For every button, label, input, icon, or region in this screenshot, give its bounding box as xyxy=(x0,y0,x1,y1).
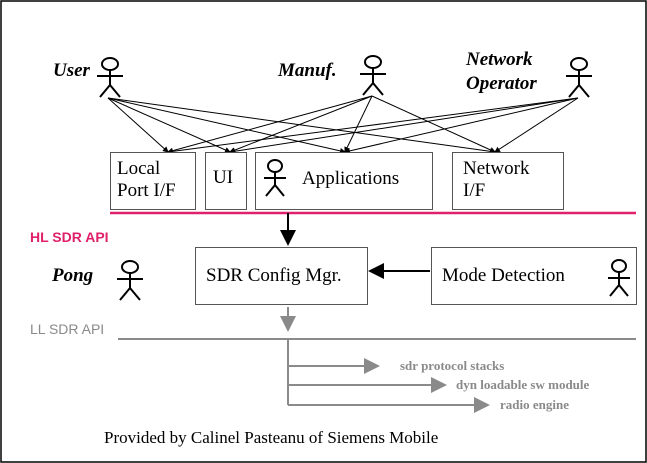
mode-detection-label: Mode Detection xyxy=(442,265,565,286)
network-operator-label-line2: Operator xyxy=(466,73,537,94)
local-port-if-box: Local Port I/F xyxy=(110,152,196,210)
network-if-line1: Network xyxy=(463,158,530,179)
network-operator-label-line1: Network xyxy=(466,49,533,70)
local-port-if-line2: Port I/F xyxy=(117,180,176,201)
network-operator-actor-icon xyxy=(566,57,592,98)
actor-connectors xyxy=(107,95,579,155)
user-actor-icon xyxy=(97,57,123,98)
output-radio-engine: radio engine xyxy=(500,397,569,412)
hl-sdr-api-label: HL SDR API xyxy=(30,229,109,245)
manuf-label: Manuf. xyxy=(278,60,337,81)
mode-detection-actor-icon xyxy=(608,259,630,297)
applications-actor-icon xyxy=(264,159,286,197)
output-protocol-stacks: sdr protocol stacks xyxy=(400,358,505,373)
manuf-actor-icon xyxy=(360,55,386,96)
mode-detection-box: Mode Detection xyxy=(431,247,637,305)
ui-box: UI xyxy=(205,152,247,210)
network-operator-label: Network Operator xyxy=(466,48,537,96)
ui-label: UI xyxy=(213,167,234,188)
network-if-line2: I/F xyxy=(463,180,486,201)
sdr-config-mgr-label: SDR Config Mgr. xyxy=(206,265,342,286)
pong-actor-icon xyxy=(117,260,143,301)
output-sw-module: dyn loadable sw module xyxy=(456,377,590,392)
local-port-if-line1: Local xyxy=(117,158,161,179)
sdr-config-mgr-box: SDR Config Mgr. xyxy=(195,247,368,305)
network-if-box: Network I/F xyxy=(452,152,564,210)
applications-box: Applications xyxy=(255,152,433,210)
ll-sdr-api-label: LL SDR API xyxy=(30,321,105,337)
user-label: User xyxy=(53,60,90,81)
credit-caption: Provided by Calinel Pasteanu of Siemens … xyxy=(104,428,439,447)
pong-label: Pong xyxy=(52,265,94,286)
applications-label: Applications xyxy=(302,168,400,189)
